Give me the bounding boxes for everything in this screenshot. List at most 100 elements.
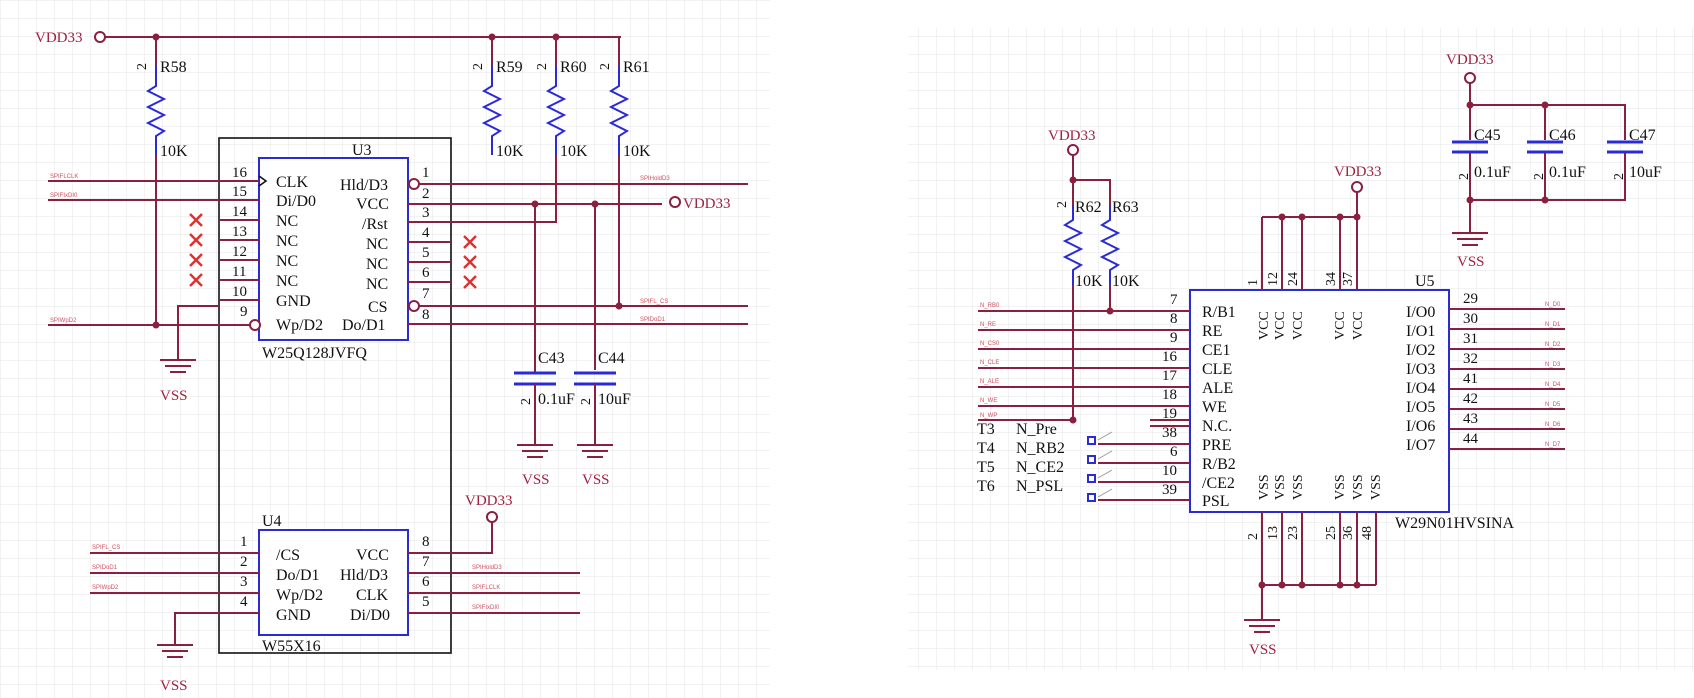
svg-text:R/B1: R/B1 — [1202, 304, 1236, 321]
u4-left-pins: VSS SPIFL_CS SPIDoD1 SPIWpD2 1 2 3 4 /CS… — [90, 534, 323, 694]
svg-text:N_D2: N_D2 — [1545, 342, 1561, 348]
svg-text:10K: 10K — [496, 143, 524, 160]
svg-text:SPIFLCLK: SPIFLCLK — [50, 174, 78, 180]
svg-text:N_D4: N_D4 — [1545, 382, 1561, 388]
svg-text:CS: CS — [368, 299, 388, 316]
svg-text:N.C.: N.C. — [1202, 418, 1232, 435]
svg-text:CLK: CLK — [356, 587, 388, 604]
svg-text:37: 37 — [1341, 272, 1356, 286]
svg-text:SPIHoldD3: SPIHoldD3 — [640, 176, 670, 182]
svg-text:I/O5: I/O5 — [1406, 399, 1435, 416]
u3-nc-marks-left — [189, 213, 203, 287]
svg-text:6: 6 — [1170, 444, 1178, 460]
svg-text:1: 1 — [422, 165, 430, 181]
vdd33-label-u4: VDD33 — [465, 493, 513, 509]
u4-right-pins: VDD33 SPIHoldD3 SPIFLCLK SPIFIxDI0 8 7 6… — [340, 493, 580, 624]
svg-text:Do/D1: Do/D1 — [342, 317, 386, 334]
resistor-r59: 2 R59 10K — [471, 59, 524, 160]
svg-text:VDD33: VDD33 — [1446, 52, 1494, 68]
svg-text:SPIFL_CS: SPIFL_CS — [640, 299, 668, 305]
u4-chip — [258, 529, 409, 636]
svg-text:R58: R58 — [160, 59, 187, 76]
svg-text:VSS: VSS — [160, 678, 188, 694]
svg-text:9: 9 — [1170, 330, 1178, 346]
svg-text:Di/D0: Di/D0 — [276, 193, 316, 210]
svg-text:N_D1: N_D1 — [1545, 322, 1561, 328]
svg-text:VSS: VSS — [522, 472, 550, 488]
svg-text:NC: NC — [276, 273, 298, 290]
svg-text:15: 15 — [232, 184, 247, 200]
svg-text:0.1uF: 0.1uF — [538, 391, 575, 408]
svg-text:N_WP: N_WP — [980, 413, 997, 419]
svg-text:2: 2 — [1246, 533, 1261, 540]
resistor-r62: 2 R62 10K — [1055, 199, 1103, 424]
svg-text:I/O4: I/O4 — [1406, 380, 1435, 397]
svg-text:VCC: VCC — [1257, 311, 1272, 340]
svg-text:R59: R59 — [496, 59, 523, 76]
svg-text:NC: NC — [366, 236, 388, 253]
svg-text:R61: R61 — [623, 59, 650, 76]
flash-board-outline — [218, 137, 452, 654]
u4-part: W55X16 — [262, 638, 321, 655]
svg-text:PRE: PRE — [1202, 437, 1231, 454]
svg-text:1: 1 — [240, 534, 248, 550]
svg-text:24: 24 — [1286, 272, 1301, 286]
u5-vcc-pins: VDD33 1 12 24 34 37 VCC VCC VCC VCC VCC — [1246, 164, 1382, 340]
svg-text:2: 2 — [240, 554, 248, 570]
svg-text:2: 2 — [598, 63, 613, 70]
svg-text:N_ALE: N_ALE — [980, 379, 999, 385]
svg-text:3: 3 — [240, 574, 248, 590]
svg-text:10: 10 — [232, 284, 247, 300]
svg-text:16: 16 — [1162, 349, 1178, 365]
vdd33-r62-r63: VDD33 — [1048, 128, 1111, 205]
svg-text:VSS: VSS — [1291, 474, 1306, 500]
svg-text:12: 12 — [232, 244, 247, 260]
vss-label-u3: VSS — [160, 388, 188, 404]
svg-text:VSS: VSS — [582, 472, 610, 488]
u5-vss-pins: VSS 2 13 23 25 36 48 VSS VSS VSS VSS VSS… — [1244, 474, 1384, 658]
svg-text:29: 29 — [1463, 291, 1478, 307]
svg-text:8: 8 — [422, 534, 430, 550]
svg-text:R/B2: R/B2 — [1202, 456, 1236, 473]
svg-text:34: 34 — [1324, 272, 1339, 286]
svg-text:6: 6 — [422, 265, 430, 281]
u4-ref: U4 — [262, 513, 282, 530]
svg-text:10K: 10K — [623, 143, 651, 160]
u5-part: W29N01HVSINA — [1395, 515, 1515, 532]
svg-text:7: 7 — [422, 286, 430, 302]
svg-text:2: 2 — [1457, 173, 1472, 180]
svg-text:23: 23 — [1286, 526, 1301, 540]
svg-text:VSS: VSS — [1351, 474, 1366, 500]
svg-text:5: 5 — [422, 594, 430, 610]
svg-text:2: 2 — [471, 63, 486, 70]
svg-text:I/O6: I/O6 — [1406, 418, 1435, 435]
resistor-r61: 2 R61 10K — [598, 59, 651, 160]
svg-text:12: 12 — [1266, 272, 1281, 286]
svg-text:SPIDoD1: SPIDoD1 — [92, 565, 118, 571]
svg-text:/CS: /CS — [276, 547, 300, 564]
svg-text:10: 10 — [1162, 463, 1177, 479]
svg-text:31: 31 — [1463, 331, 1478, 347]
svg-text:18: 18 — [1162, 387, 1177, 403]
svg-text:11: 11 — [232, 264, 246, 280]
svg-text:38: 38 — [1162, 425, 1177, 441]
u3-gnd-net: VSS — [160, 305, 219, 404]
svg-text:VDD33: VDD33 — [1334, 164, 1382, 180]
svg-text:39: 39 — [1162, 482, 1177, 498]
svg-text:I/O7: I/O7 — [1406, 437, 1435, 454]
svg-text:ALE: ALE — [1202, 380, 1233, 397]
svg-text:VSS: VSS — [1257, 474, 1272, 500]
svg-text:42: 42 — [1463, 391, 1478, 407]
svg-text:I/O1: I/O1 — [1406, 323, 1435, 340]
svg-text:VSS: VSS — [1249, 642, 1277, 658]
svg-text:C47: C47 — [1629, 127, 1656, 144]
test-points: T3 N_Pre T4 N_RB2 T5 N_CE2 T6 N_PSL — [977, 421, 1113, 502]
svg-text:13: 13 — [1266, 526, 1281, 540]
svg-text:N_PSL: N_PSL — [1016, 478, 1063, 495]
svg-text:I/O0: I/O0 — [1406, 304, 1435, 321]
svg-text:NC: NC — [276, 253, 298, 270]
svg-text:19: 19 — [1162, 406, 1177, 422]
svg-text:10K: 10K — [160, 143, 188, 160]
svg-text:44: 44 — [1463, 431, 1479, 447]
svg-text:VSS: VSS — [1457, 254, 1485, 270]
